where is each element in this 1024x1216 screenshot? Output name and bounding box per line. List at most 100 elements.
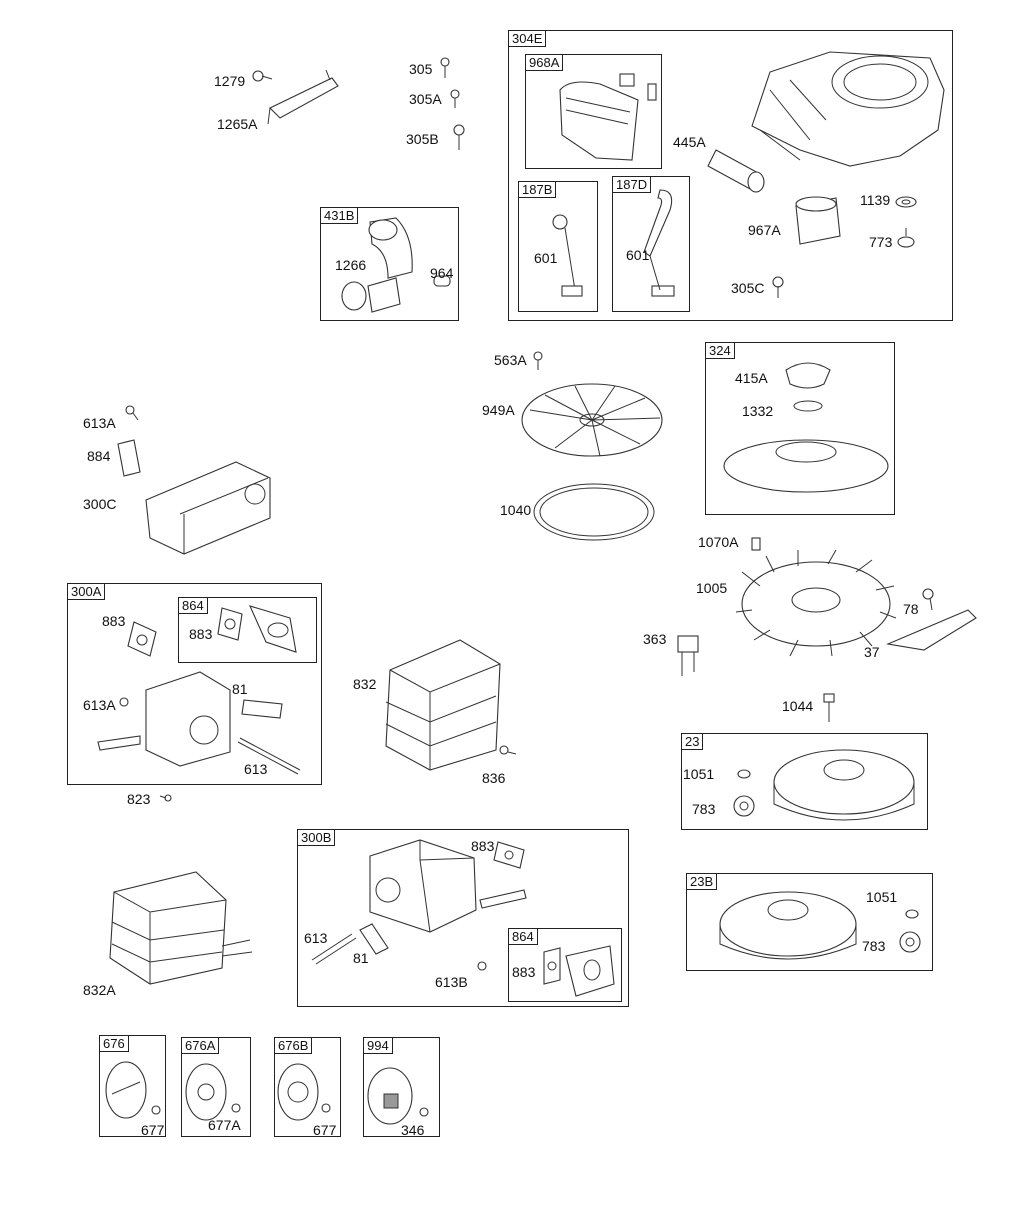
part-label-883-a: 883 [102,613,126,629]
part-label-883-c: 883 [471,838,495,854]
baffle-37-drawing [886,609,977,651]
part-label-613B: 613B [435,974,468,990]
box-23B: 23B [686,873,933,971]
box-tag-994: 994 [363,1037,393,1054]
cover-994-drawing [367,1067,429,1125]
part-label-78: 78 [903,601,919,617]
box-23: 23 [681,733,928,830]
flywheel-23B-drawing [719,891,857,960]
part-label-884: 884 [87,448,111,464]
box-tag-968A: 968A [525,54,564,71]
part-label-37: 37 [864,644,880,660]
part-label-1070A: 1070A [698,534,739,550]
part-label-601-b: 601 [626,247,650,263]
part-label-677A: 677A [208,1117,241,1133]
switch-363-drawing [677,635,699,676]
screen-949A-drawing [521,383,663,457]
box-tag-187D: 187D [612,176,652,193]
box-864-b: 864 [508,928,622,1002]
screw-613A-top-drawing [125,405,139,421]
part-label-783-a: 783 [692,801,716,817]
cover-676B-drawing [277,1063,331,1121]
box-tag-676A: 676A [181,1037,220,1054]
part-label-363: 363 [643,631,667,647]
box-tag-300B: 300B [297,829,336,846]
tube-81-a-drawing [241,699,283,719]
box-187D: 187D [612,176,690,312]
box-tag-23: 23 [681,733,704,750]
screw-305C-drawing [772,276,784,298]
pipe-613-a-drawing [237,737,301,775]
link-187D-drawing [643,189,675,297]
part-label-300C: 300C [83,496,117,512]
gear-783-b-drawing [899,931,921,953]
flywheel-23-drawing [773,749,915,821]
bolt-1044-drawing [823,693,835,722]
part-label-346: 346 [401,1122,425,1138]
box-tag-304E: 304E [508,30,547,47]
pin-1070A-drawing [751,537,761,551]
part-label-601-a: 601 [534,250,558,266]
box-994: 994 [363,1037,440,1137]
part-label-967A: 967A [748,222,781,238]
key-1051-a-drawing [737,769,751,779]
ring-1040-drawing [533,483,655,541]
screw-613A-mid-drawing [119,697,129,707]
box-tag-864-b: 864 [508,928,538,945]
part-label-1005: 1005 [696,580,728,596]
pipe-613-b-drawing [311,933,357,965]
part-label-883-d: 883 [512,964,536,980]
guard-884-drawing [117,439,141,477]
screw-836-drawing [499,745,517,755]
part-label-677-b: 677 [313,1122,337,1138]
part-label-1044: 1044 [782,698,814,714]
cover-324-drawing [723,362,889,493]
box-tag-300A: 300A [67,583,106,600]
box-tag-187B: 187B [518,181,557,198]
part-label-832: 832 [353,676,377,692]
bolt-1279-drawing [252,70,273,82]
box-300B: 300B [297,829,629,1007]
box-tag-431B: 431B [320,207,359,224]
part-label-823: 823 [127,791,151,807]
bracket-1265A-drawing [267,69,339,125]
part-label-783-b: 783 [862,938,886,954]
screws-305-drawing [440,57,465,150]
box-968A: 968A [525,54,662,169]
box-676: 676 [99,1035,166,1137]
screw-78-drawing [922,588,934,611]
part-label-613-a: 613 [244,761,268,777]
box-tag-676: 676 [99,1035,129,1052]
box-676B: 676B [274,1037,341,1137]
gasket-883-a-drawing [127,621,157,657]
tube-81-b-drawing [359,923,389,955]
washer-1139-drawing [895,196,917,208]
flange-864-a-drawing [249,605,297,653]
part-label-613A-mid: 613A [83,697,116,713]
muffler-300B-drawing [369,839,527,933]
part-label-773: 773 [869,234,893,250]
part-label-1051-b: 1051 [866,889,898,905]
cover-676A-drawing [185,1063,241,1121]
blower-housing-304E-drawing [751,51,945,167]
box-864-a: 864 [178,597,317,663]
part-label-305: 305 [409,61,433,77]
box-676A: 676A [181,1037,251,1137]
muffler-300C-drawing [145,461,271,555]
box-tag-23B: 23B [686,873,718,890]
part-label-305C: 305C [731,280,765,296]
part-label-832A: 832A [83,982,116,998]
fan-1005-drawing [735,549,897,657]
part-label-1265A: 1265A [217,116,258,132]
part-label-677-a: 677 [141,1122,165,1138]
box-tag-676B: 676B [274,1037,313,1054]
screw-823-drawing [159,794,172,802]
link-187B-drawing [552,214,583,297]
gasket-883-d-drawing [543,947,561,985]
part-label-1051-a: 1051 [683,766,715,782]
part-label-445A: 445A [673,134,706,150]
box-300A: 300A [67,583,322,785]
part-label-1266: 1266 [335,257,367,273]
part-label-883-b: 883 [189,626,213,642]
